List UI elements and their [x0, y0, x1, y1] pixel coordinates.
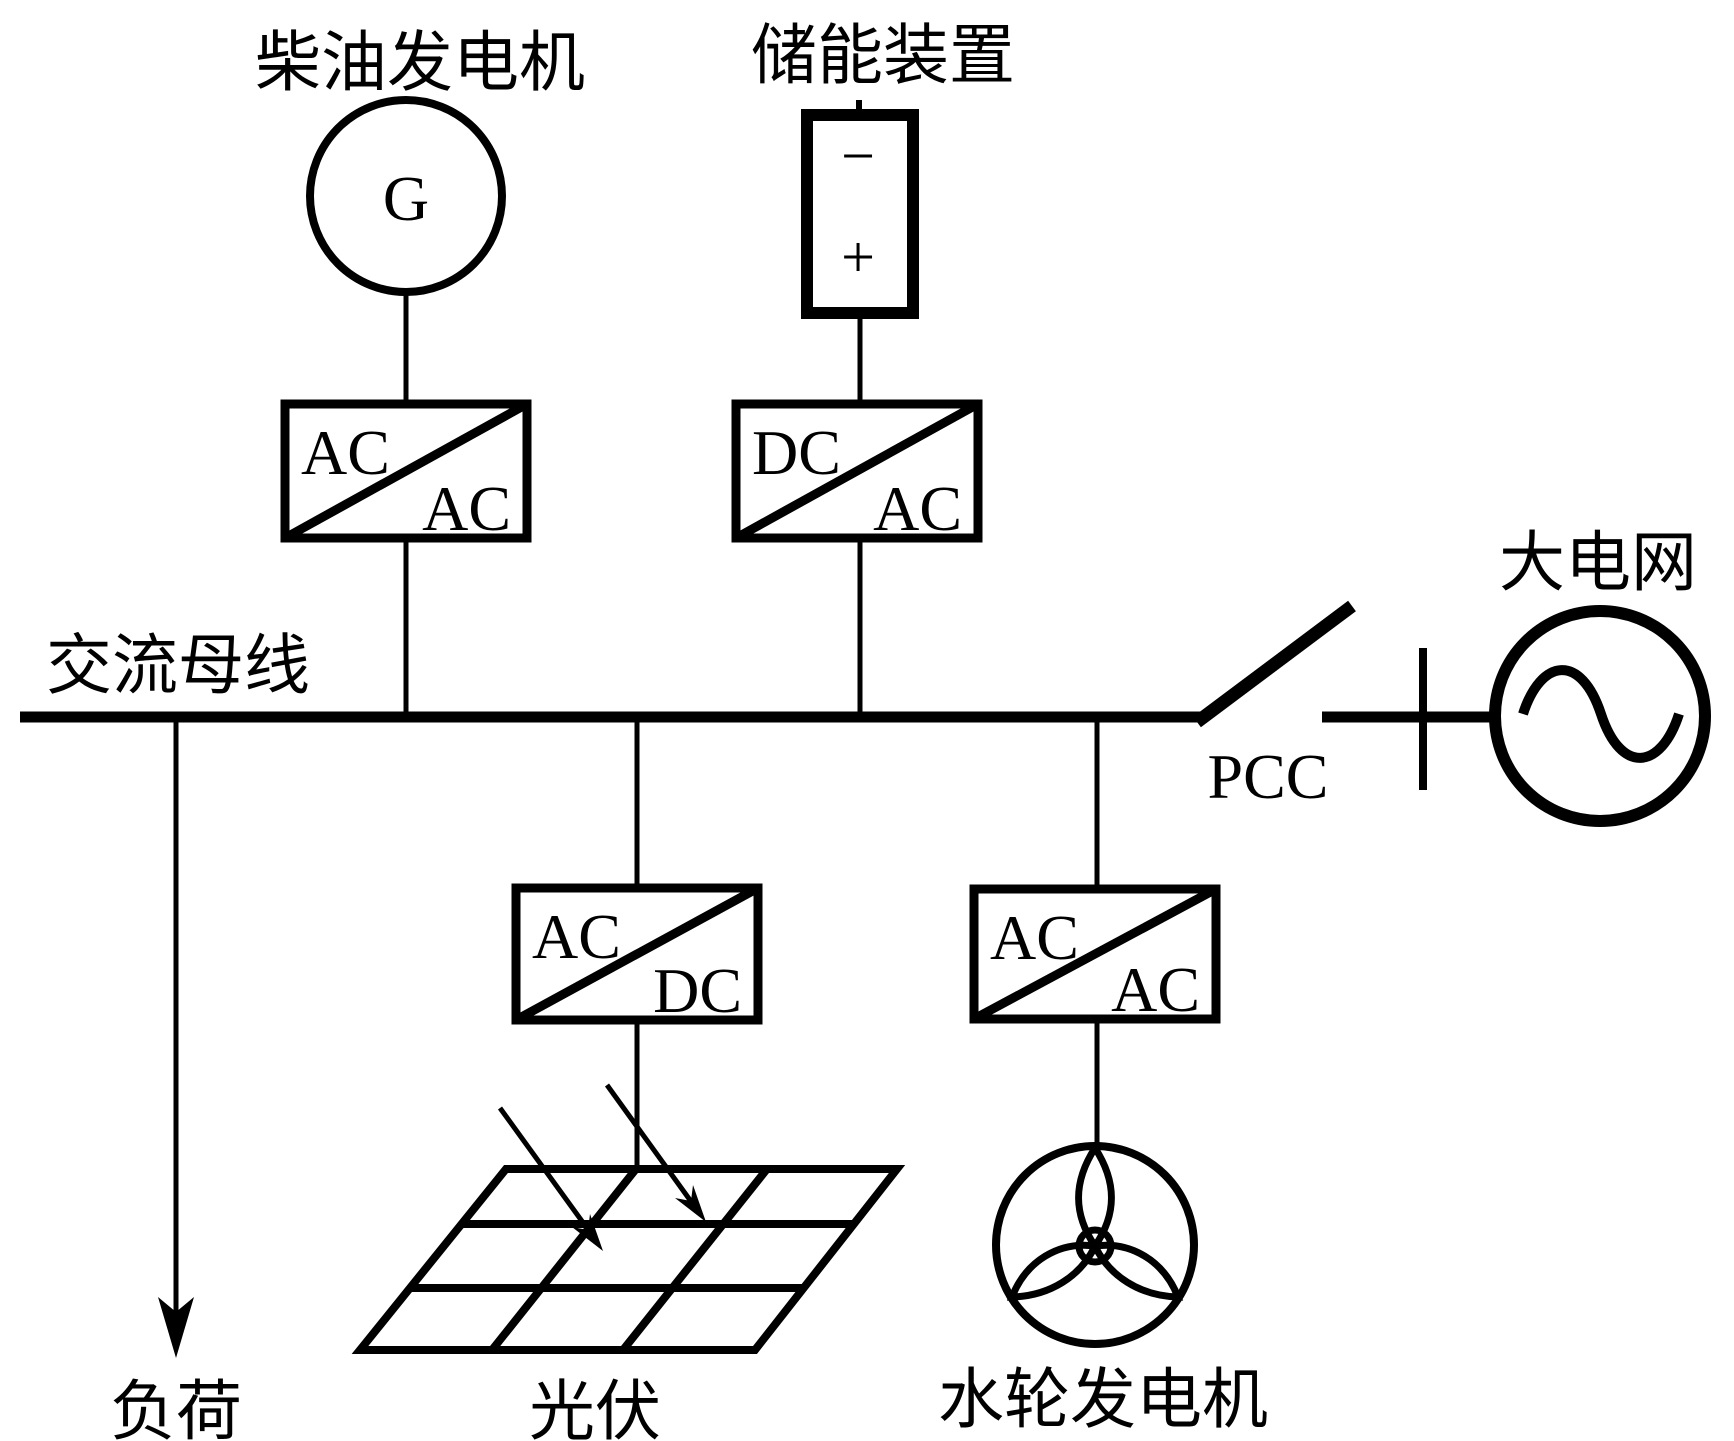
converter-diagonal [282, 400, 530, 542]
sun-ray-arrowhead [572, 1214, 603, 1251]
ac-bus: 交流母线 [20, 630, 1205, 723]
converter-diagonal [733, 400, 981, 542]
switch-blade-icon [1193, 600, 1356, 728]
hydro-label: 水轮发电机 [938, 1364, 1268, 1437]
pcc-switch: PCC [1193, 600, 1356, 812]
converter-box-outline [731, 399, 983, 543]
solar-panel-icon [351, 1165, 906, 1354]
main-grid: 大电网 [1322, 527, 1711, 827]
sun-ray-arrowhead [675, 1185, 706, 1222]
diesel-converter-box: AC AC [280, 399, 532, 544]
sun-ray-line [497, 1106, 595, 1237]
load-label: 负荷 [110, 1376, 242, 1441]
diesel-generator-branch: 柴油发电机 G AC AC [255, 27, 585, 717]
pv-converter-box: AC DC [511, 883, 763, 1026]
sine-wave-icon [1518, 665, 1684, 763]
sunlight-arrow-icon [604, 1083, 706, 1222]
energy-storage-branch: 储能装置 − + DC AC [731, 20, 1015, 717]
hydro-turbine-branch: AC AC 水轮发电机 [938, 722, 1268, 1437]
battery-positive-sign: + [841, 224, 875, 290]
pv-label: 光伏 [529, 1376, 661, 1441]
converter-input-label: DC [752, 417, 841, 488]
load-branch: 负荷 [110, 722, 242, 1441]
main-grid-label: 大电网 [1499, 527, 1697, 600]
hydro-converter-box: AC AC [969, 884, 1221, 1025]
generator-symbol: G [383, 163, 429, 234]
battery-negative-sign: − [841, 123, 875, 189]
load-arrowhead-icon [158, 1297, 194, 1358]
converter-input-label: AC [532, 901, 621, 972]
turbine-hub [1075, 1226, 1115, 1266]
turbine-blade-right [1089, 1241, 1184, 1301]
panel-outline [351, 1165, 906, 1354]
converter-input-label: AC [301, 417, 390, 488]
converter-output-label: DC [653, 955, 742, 1026]
hydro-turbine-icon [992, 1141, 1198, 1348]
converter-output-label: AC [422, 473, 511, 544]
turbine-blade-left [1006, 1241, 1101, 1301]
panel-grid-column-line [488, 1166, 640, 1353]
diesel-generator-label: 柴油发电机 [255, 27, 585, 100]
sun-ray-line [604, 1083, 698, 1209]
grid-source-circle-icon [1489, 605, 1711, 827]
converter-diagonal [971, 885, 1219, 1023]
converter-diagonal [513, 884, 761, 1024]
storage-label: 储能装置 [751, 20, 1015, 93]
pv-branch: AC DC 光伏 [351, 722, 906, 1441]
sunlight-arrow-icon [497, 1106, 603, 1251]
ac-bus-label: 交流母线 [46, 630, 310, 703]
pcc-label: PCC [1208, 741, 1329, 812]
converter-input-label: AC [990, 902, 1079, 973]
converter-output-label: AC [1111, 954, 1200, 1025]
converter-output-label: AC [873, 473, 962, 544]
storage-converter-box: DC AC [731, 399, 983, 544]
panel-grid-column-line [619, 1166, 771, 1353]
